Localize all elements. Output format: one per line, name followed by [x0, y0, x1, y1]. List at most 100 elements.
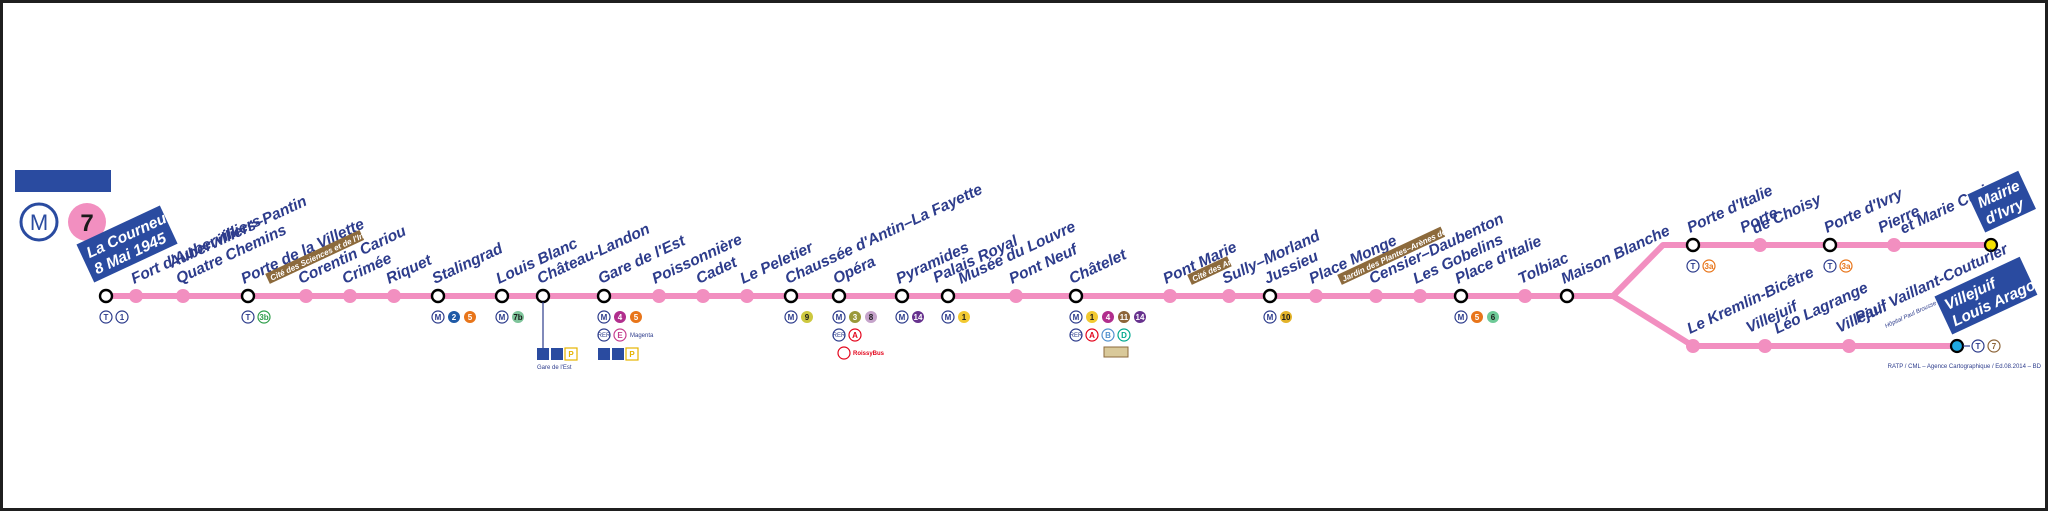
station-les-gobelins[interactable] [1413, 289, 1427, 303]
corr-la-courneuve: T 1 [99, 310, 129, 324]
correspondences: T 1 T 3b M 2 5 M 7b [99, 259, 2001, 371]
roissybus-icon [837, 346, 851, 360]
station-porte-choisy[interactable] [1753, 238, 1767, 252]
station-chateau-landon[interactable] [535, 288, 551, 304]
station-pierre-curie[interactable] [1887, 238, 1901, 252]
station-pont-neuf[interactable] [1009, 289, 1023, 303]
station-labels: Fort d'Aubervilliers Aubervilliers–Panti… [129, 179, 2012, 338]
metro-line-10-badge: 10 [1282, 313, 1291, 322]
station-palais-royal[interactable] [940, 288, 956, 304]
metro-line-1-badge: 1 [1090, 313, 1095, 322]
station-le-peletier[interactable] [740, 289, 754, 303]
corr-place-italie: M 5 6 [1454, 310, 1499, 324]
station-porte-villette[interactable] [240, 288, 256, 304]
roissybus-label: RoissyBus [853, 351, 885, 357]
metro-line-6-badge: 6 [1491, 313, 1496, 322]
station-chaussee-antin[interactable] [783, 288, 799, 304]
station-cadet[interactable] [696, 289, 710, 303]
metro-line-4-badge: 4 [1106, 313, 1111, 322]
metro-icon: M [899, 313, 906, 322]
tram-icon: T [1976, 342, 1981, 351]
corr-porte-villette: T 3b [241, 310, 271, 324]
station-sully-morland[interactable] [1222, 289, 1236, 303]
station-censier-daubenton[interactable] [1369, 289, 1383, 303]
station-mairie-ivry[interactable] [1983, 237, 1999, 253]
rer-icon: RER [598, 333, 611, 339]
station-corentin-cariou[interactable] [299, 289, 313, 303]
metro-icon: M [1267, 313, 1274, 322]
station-pont-marie[interactable] [1163, 289, 1177, 303]
tram-line-3b-badge: 3b [259, 313, 268, 322]
metro-line-9-badge: 9 [805, 313, 810, 322]
parking-label: P [568, 350, 574, 359]
station-villejuif-leo[interactable] [1758, 339, 1772, 353]
rer-a-badge: A [1089, 331, 1095, 340]
corr-palais-royal: M 1 [941, 310, 970, 324]
station-villejuif-aragon[interactable] [1949, 338, 1965, 354]
gare-est-note: Gare de l'Est [537, 365, 572, 371]
station-gare-est[interactable] [596, 288, 612, 304]
header-bar [15, 170, 111, 192]
station-tolbiac[interactable] [1518, 289, 1532, 303]
station-place-monge[interactable] [1309, 289, 1323, 303]
rer-e-badge: E [617, 331, 623, 340]
corr-gare-est: M 4 5 RER E Magenta P [597, 310, 654, 361]
metro-line-5-badge: 5 [1475, 313, 1480, 322]
line-number: 7 [80, 210, 93, 237]
corr-louis-blanc: M 7b [495, 310, 524, 324]
station-place-italie[interactable] [1453, 288, 1469, 304]
station-porte-ivry[interactable] [1822, 237, 1838, 253]
tram-icon: T [104, 313, 109, 322]
station-la-courneuve[interactable] [98, 288, 114, 304]
metro-line-2-badge: 2 [452, 313, 457, 322]
metro-line-5-badge: 5 [634, 313, 639, 322]
metro-line-3-badge: 3 [853, 313, 858, 322]
info-sign-icon [1103, 346, 1129, 358]
station-crimee[interactable] [343, 289, 357, 303]
parking-icon [625, 347, 639, 361]
metro-logo-letter: M [30, 210, 48, 235]
train-icon [551, 348, 563, 360]
tram-line-3a-badge: 3a [1705, 262, 1714, 271]
station-opera[interactable] [831, 288, 847, 304]
station-poissonniere[interactable] [652, 289, 666, 303]
station-villejuif-paul[interactable] [1842, 339, 1856, 353]
metro-line-8-badge: 8 [869, 313, 874, 322]
tram-line-3a-badge: 3a [1842, 262, 1851, 271]
metro-line-1-badge: 1 [962, 313, 967, 322]
station-louis-blanc[interactable] [494, 288, 510, 304]
corr-villejuif-aragon: T 7 [1963, 339, 2001, 353]
station-porte-italie[interactable] [1685, 237, 1701, 253]
magenta-label: Magenta [630, 333, 654, 339]
stations [98, 237, 1999, 354]
station-maison-blanche[interactable] [1559, 288, 1575, 304]
station-stalingrad[interactable] [430, 288, 446, 304]
rer-icon: RER [1070, 333, 1083, 339]
corr-porte-italie: T 3a [1686, 259, 1716, 273]
station-fort-aubervilliers[interactable] [129, 289, 143, 303]
station-pyramides[interactable] [894, 288, 910, 304]
metro-icon: M [601, 313, 608, 322]
rer-icon: RER [833, 333, 846, 339]
metro-line-14-badge: 14 [914, 313, 923, 322]
station-chatelet[interactable] [1068, 288, 1084, 304]
corr-pyramides: M 14 [895, 310, 924, 324]
metro-icon: M [499, 313, 506, 322]
tram-icon: T [1691, 262, 1696, 271]
corr-opera: M 3 8 RER A RoissyBus [832, 310, 885, 360]
station-jussieu[interactable] [1262, 288, 1278, 304]
train-icon [612, 348, 624, 360]
train-icon [598, 348, 610, 360]
metro-logo-icon: M [19, 202, 59, 242]
parking-label: P [629, 350, 635, 359]
label-riquet: Riquet [384, 251, 436, 287]
metro-line-5-badge: 5 [468, 313, 473, 322]
metro-line-14-badge: 14 [1136, 313, 1145, 322]
train-icon [537, 348, 549, 360]
metro-line-4-badge: 4 [618, 313, 623, 322]
station-kremlin-bicetre[interactable] [1686, 339, 1700, 353]
line-7-map: M 7 [15, 170, 2047, 371]
station-aubervilliers-pantin[interactable] [176, 289, 190, 303]
station-riquet[interactable] [387, 289, 401, 303]
corr-chateau-landon: P Gare de l'Est [537, 302, 578, 371]
